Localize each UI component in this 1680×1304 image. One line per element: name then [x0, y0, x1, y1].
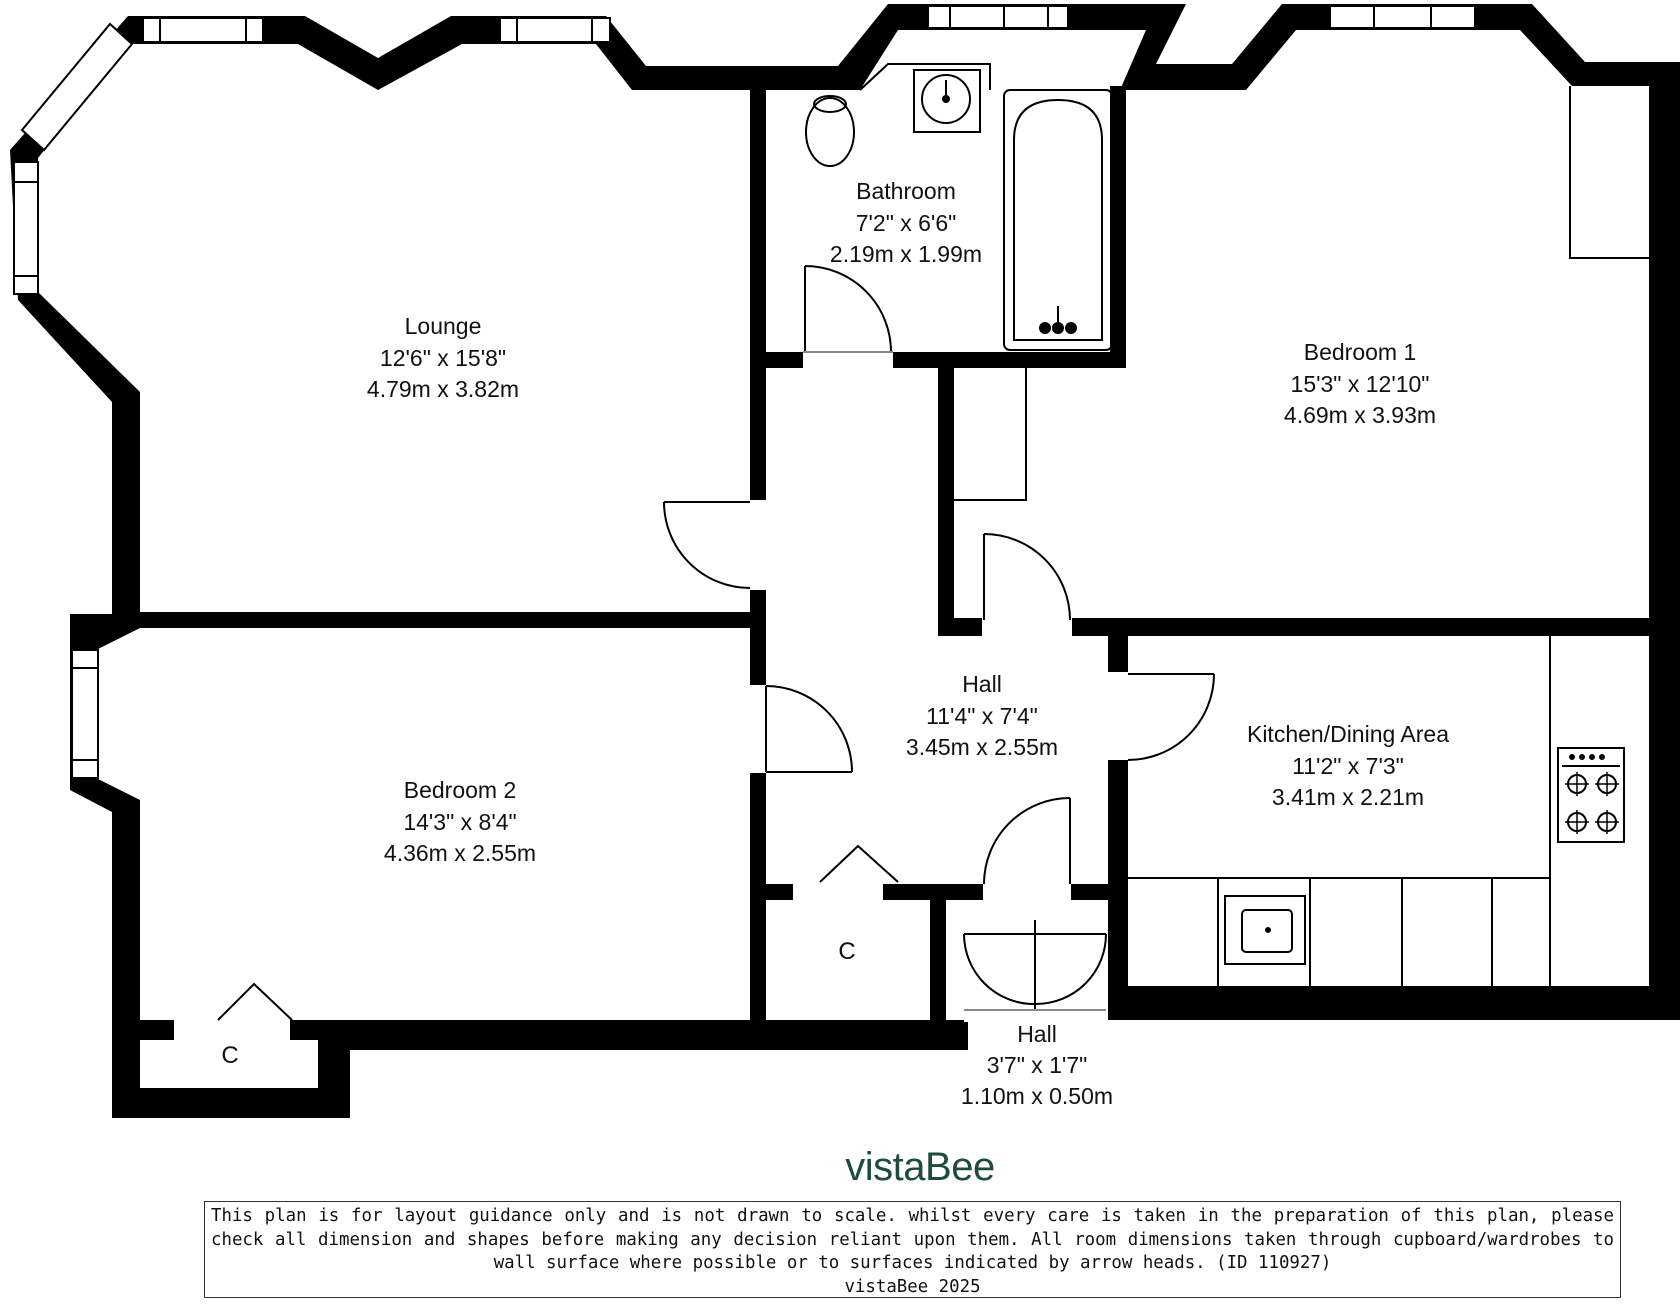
- door-hall: [983, 797, 1071, 885]
- room-metric-bedroom1: 4.69m x 3.93m: [1284, 402, 1436, 428]
- copyright-text: vistaBee 2025: [844, 1276, 981, 1297]
- door-bathroom: [803, 265, 893, 353]
- cupboard-door: [819, 844, 899, 883]
- room-metric-bathroom: 2.19m x 1.99m: [830, 241, 982, 267]
- door-kitchen: [1127, 673, 1215, 761]
- cupboard-door: [217, 982, 293, 1021]
- window: [13, 161, 39, 295]
- room-imperial-bedroom2: 14'3" x 8'4": [403, 809, 516, 835]
- room-imperial-bedroom1: 15'3" x 12'10": [1291, 371, 1430, 397]
- cupboard-label: C: [838, 938, 855, 965]
- window: [20, 22, 134, 152]
- sink-icon: [913, 69, 981, 133]
- room-imperial-hall: 11'4" x 7'4": [926, 703, 1038, 729]
- window: [142, 17, 264, 43]
- wardrobe: [954, 365, 1027, 501]
- toilet-icon: [805, 97, 855, 167]
- window: [71, 649, 99, 779]
- walls: [10, 4, 1680, 1118]
- fixtures: [805, 63, 1650, 986]
- window: [1329, 5, 1476, 29]
- door-bedroom2: [765, 685, 853, 773]
- room-name-hall-entrance: Hall: [1017, 1021, 1057, 1047]
- wall-cupboard-right: [930, 884, 946, 1020]
- bath-icon: [1003, 89, 1113, 351]
- room-name-kitchen: Kitchen/Dining Area: [1247, 721, 1449, 747]
- room-metric-hall-entrance: 1.10m x 0.50m: [961, 1083, 1113, 1109]
- room-name-hall: Hall: [962, 671, 1002, 697]
- door-entrance: [963, 920, 1107, 1011]
- wall-bed1-left: [938, 365, 954, 635]
- room-imperial-hall-entrance: 3'7" x 1'7": [987, 1052, 1088, 1078]
- room-labels: Lounge 12'6" x 15'8" 4.79m x 3.82m Bathr…: [221, 178, 1449, 1109]
- windows: [13, 5, 1476, 779]
- room-imperial-bathroom: 7'2" x 6'6": [856, 210, 957, 236]
- wall-bath-right: [1110, 86, 1126, 368]
- disclaimer-box: This plan is for layout guidance only an…: [204, 1201, 1621, 1298]
- wall-right: [1649, 62, 1680, 1020]
- wardrobe: [1569, 86, 1650, 259]
- room-imperial-kitchen: 11'2" x 7'3": [1292, 753, 1404, 779]
- room-metric-bedroom2: 4.36m x 2.55m: [384, 840, 536, 866]
- room-name-lounge: Lounge: [405, 313, 482, 339]
- wall-lounge-bed2: [140, 612, 756, 628]
- room-metric-kitchen: 3.41m x 2.21m: [1272, 784, 1424, 810]
- room-metric-hall: 3.45m x 2.55m: [906, 734, 1058, 760]
- wall-bottom: [112, 1020, 968, 1118]
- hob-icon: [1557, 747, 1625, 843]
- doors: [217, 265, 1215, 1021]
- wall-bay-lounge: [10, 16, 140, 614]
- window: [927, 5, 1069, 29]
- room-metric-lounge: 4.79m x 3.82m: [367, 376, 519, 402]
- cupboard-label: C: [221, 1042, 238, 1069]
- brand-logo: vistaBee: [845, 1145, 994, 1189]
- wall-bottom-right: [1108, 986, 1680, 1020]
- room-name-bedroom2: Bedroom 2: [404, 777, 517, 803]
- kitchen-sink-icon: [1224, 895, 1306, 965]
- room-name-bathroom: Bathroom: [856, 178, 956, 204]
- room-imperial-lounge: 12'6" x 15'8": [380, 345, 506, 371]
- wall-top-bedroom1: [1143, 4, 1680, 90]
- door-lounge: [663, 501, 751, 589]
- door-bedroom1: [983, 533, 1071, 621]
- disclaimer-text: This plan is for layout guidance only an…: [211, 1206, 1614, 1273]
- room-name-bedroom1: Bedroom 1: [1304, 339, 1417, 365]
